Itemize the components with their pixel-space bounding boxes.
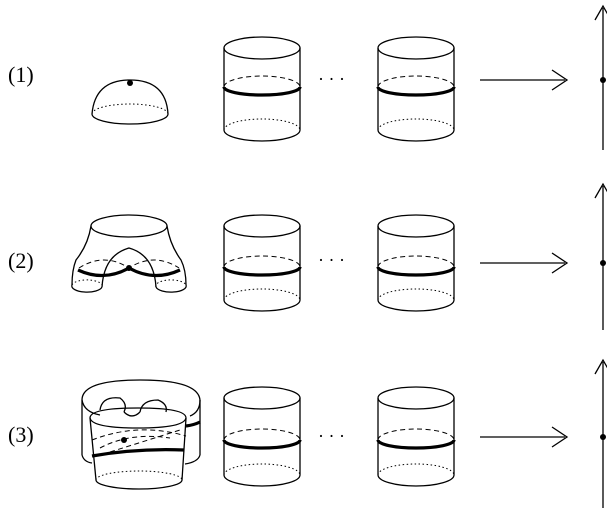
row-1: (1) · · · <box>8 4 607 150</box>
limit-arrow <box>480 426 569 448</box>
base-point <box>600 260 606 266</box>
row-3: (3) <box>8 358 607 508</box>
knotted-surface <box>81 379 201 490</box>
cylinder <box>376 386 456 487</box>
base-point <box>127 80 133 86</box>
row-label-1: (1) <box>8 62 34 87</box>
ellipsis: · · · <box>318 69 345 89</box>
row-label-3: (3) <box>8 422 34 447</box>
vertical-ray <box>594 358 607 508</box>
cylinder <box>376 36 456 142</box>
limit-arrow <box>480 69 569 91</box>
base-point <box>121 437 127 443</box>
cylinder <box>222 36 302 142</box>
limit-arrow <box>480 252 569 274</box>
ellipsis: · · · <box>318 426 345 446</box>
pants-surface <box>71 214 187 293</box>
base-point <box>600 434 606 440</box>
cylinder <box>222 386 302 487</box>
row-2: (2) · · · <box>8 182 607 330</box>
vertical-ray <box>594 4 607 150</box>
cylinder <box>376 214 456 312</box>
hemisphere-cap <box>91 79 169 125</box>
cylinder <box>222 214 302 312</box>
base-point <box>126 265 132 271</box>
row-label-2: (2) <box>8 248 34 273</box>
vertical-ray <box>594 182 607 330</box>
ellipsis: · · · <box>318 250 345 270</box>
base-point <box>600 77 606 83</box>
